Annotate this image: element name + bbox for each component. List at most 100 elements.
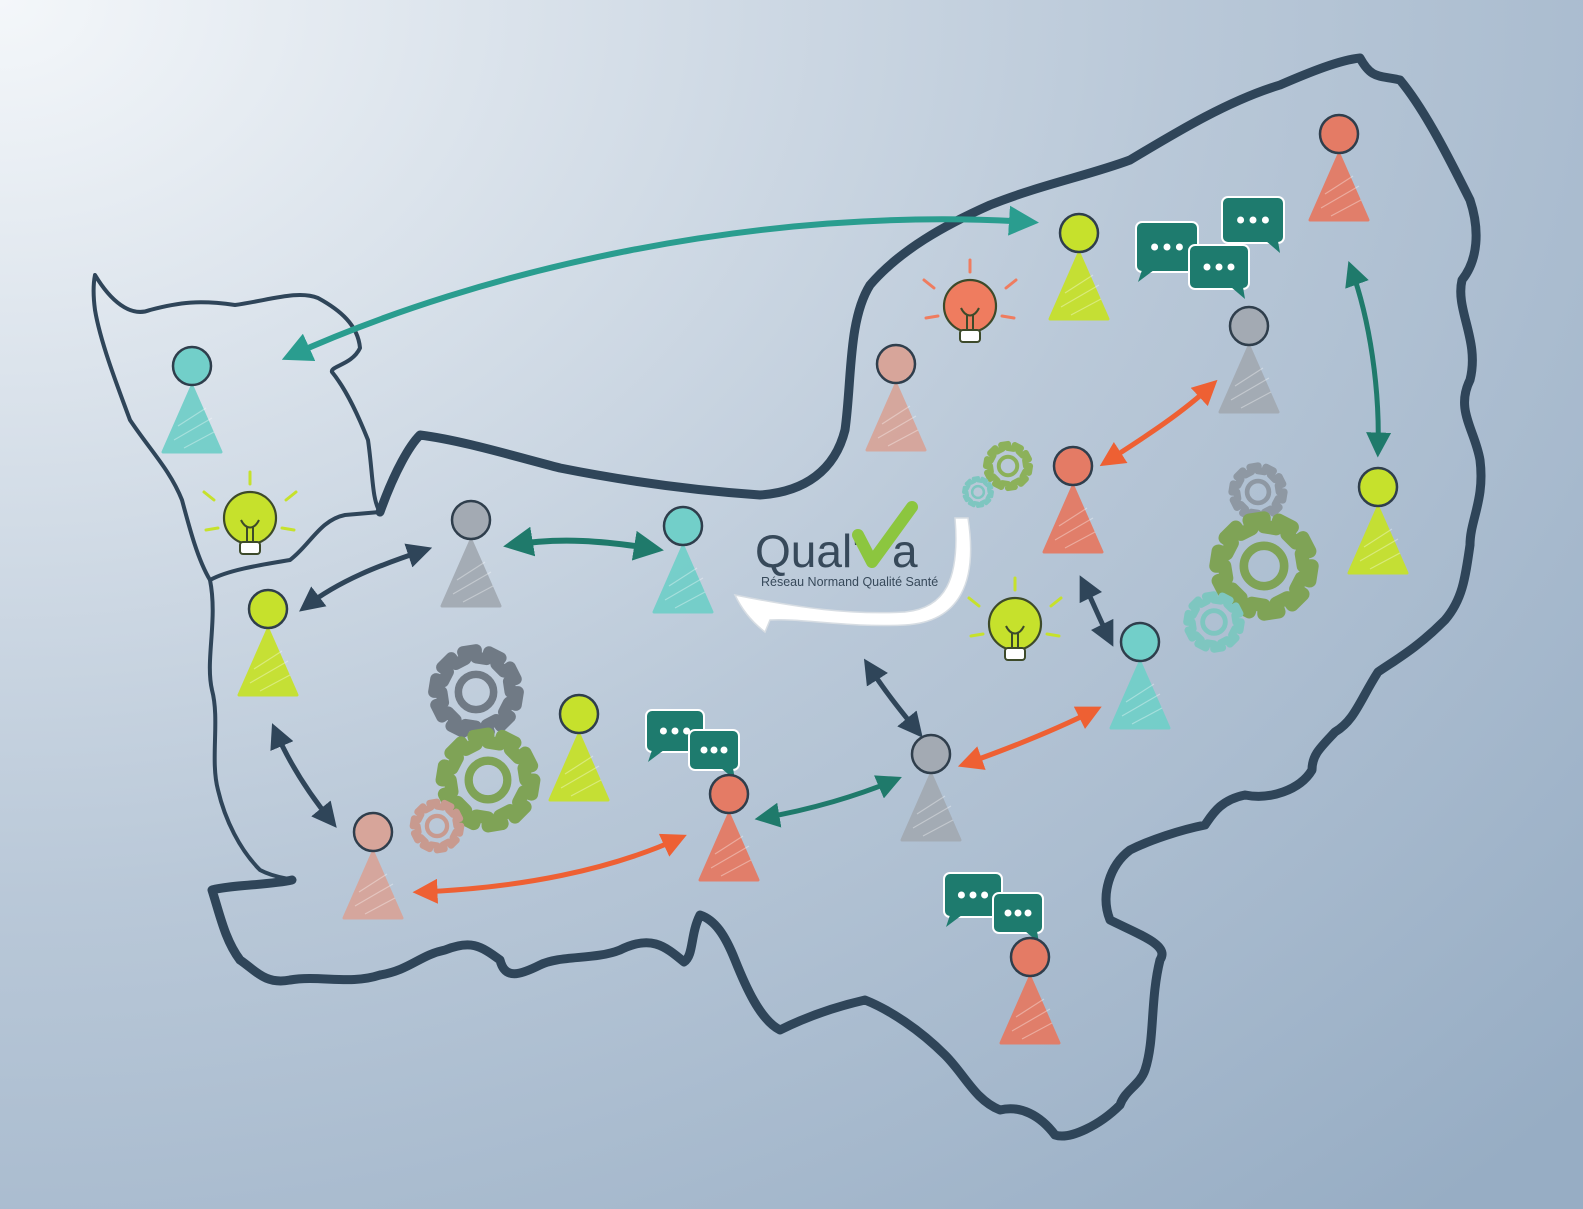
person-body: [161, 384, 223, 454]
person-head: [171, 345, 213, 387]
logo-tagline: Réseau Normand Qualité Santé: [761, 575, 938, 589]
person-hatch: [1320, 175, 1362, 217]
arrow-p-coral-center-to-p-teal-east: [1079, 575, 1114, 647]
person-icon: [1347, 466, 1409, 575]
person-head: [558, 693, 600, 735]
arrow-p-coral-northeast-to-p-lime-east: [1345, 260, 1392, 458]
arrow-p-pink-south-to-p-coral-bubbles: [412, 833, 687, 904]
person-hatch: [912, 795, 954, 837]
person-head: [352, 811, 394, 853]
arrow-p-gray-south-to-logo: [863, 658, 923, 738]
arrow-p-lime-north-to-p-west: [281, 205, 1039, 362]
chat-south: [645, 709, 740, 780]
gears-south: [409, 644, 541, 854]
person-body: [652, 544, 714, 614]
person-hatch: [354, 873, 396, 915]
qualva-logo: Qual' a Réseau Normand Qualité Santé: [733, 501, 972, 634]
person-icon: [440, 499, 502, 608]
logo-swoosh: [733, 517, 972, 634]
person-hatch: [1230, 367, 1272, 409]
person-head: [1228, 305, 1270, 347]
person-icon: [999, 936, 1061, 1045]
arrow-p-west-lime-to-p-gray-center: [299, 543, 433, 612]
people: [161, 113, 1409, 1045]
person-body: [999, 975, 1061, 1045]
person-head: [1058, 212, 1100, 254]
person-head: [708, 773, 750, 815]
person-icon: [698, 773, 760, 882]
person-icon: [342, 811, 404, 920]
person-hatch: [173, 407, 215, 449]
idea-bulbs: [202, 258, 1063, 661]
person-icon: [1042, 445, 1104, 554]
person-hatch: [1359, 528, 1401, 570]
gear-icon: [982, 440, 1034, 492]
arrow-p-coral-bubbles-to-p-gray-south: [754, 775, 902, 828]
person-icon: [865, 343, 927, 452]
person-head: [1318, 113, 1360, 155]
person-hatch: [249, 650, 291, 692]
person-hatch: [1121, 683, 1163, 725]
gear-icon: [1228, 462, 1288, 522]
gear-icon: [428, 644, 524, 740]
chat-bubbles: [645, 196, 1285, 943]
chat-bubble-icon: [1135, 221, 1199, 282]
person-head: [1052, 445, 1094, 487]
person-icon: [900, 733, 962, 842]
person-head: [662, 505, 704, 547]
gear-icon: [1183, 591, 1245, 653]
person-hatch: [560, 755, 602, 797]
person-icon: [237, 588, 299, 697]
person-hatch: [452, 561, 494, 603]
person-body: [548, 732, 610, 802]
gears-east: [1183, 462, 1319, 653]
person-body: [1048, 251, 1110, 321]
person-hatch: [1060, 274, 1102, 316]
person-head: [1119, 621, 1161, 663]
person-icon: [652, 505, 714, 614]
person-head: [1009, 936, 1051, 978]
person-icon: [1218, 305, 1280, 414]
lightbulb-icon: [202, 470, 298, 555]
logo-check-icon: [852, 501, 918, 568]
person-icon: [1308, 113, 1370, 222]
gear-icon: [1209, 511, 1319, 621]
person-body: [865, 382, 927, 452]
chat-bubble-icon: [1188, 244, 1250, 299]
lightbulb-icon: [922, 258, 1018, 343]
chat-north: [1135, 196, 1285, 299]
map-outline-west: [91, 273, 382, 582]
person-icon: [1109, 621, 1171, 730]
lightbulb-icon: [967, 576, 1063, 661]
person-body: [342, 850, 404, 920]
gear-icon: [409, 798, 465, 854]
person-body: [1347, 505, 1409, 575]
person-body: [698, 812, 760, 882]
person-head: [450, 499, 492, 541]
person-hatch: [1054, 507, 1096, 549]
arrow-p-west-lime-to-p-pink-south: [270, 723, 337, 828]
person-body: [900, 772, 962, 842]
connection-arrows: [270, 205, 1392, 904]
person-hatch: [877, 405, 919, 447]
person-icon: [1048, 212, 1110, 321]
person-hatch: [664, 567, 706, 609]
person-body: [237, 627, 299, 697]
person-head: [247, 588, 289, 630]
gears-center: [962, 440, 1034, 508]
person-head: [875, 343, 917, 385]
map-outline-west-coast: [207, 578, 294, 882]
logo-word-left: Qual': [755, 525, 861, 577]
arrow-p-gray-south-to-p-teal-east: [957, 706, 1102, 770]
person-body: [1109, 660, 1171, 730]
chat-bubble-icon: [992, 892, 1044, 943]
logo-word-right: a: [892, 525, 918, 577]
gear-icon: [435, 727, 541, 833]
person-body: [1218, 344, 1280, 414]
person-icon: [548, 693, 610, 802]
person-head: [910, 733, 952, 775]
person-hatch: [710, 835, 752, 877]
person-body: [440, 538, 502, 608]
